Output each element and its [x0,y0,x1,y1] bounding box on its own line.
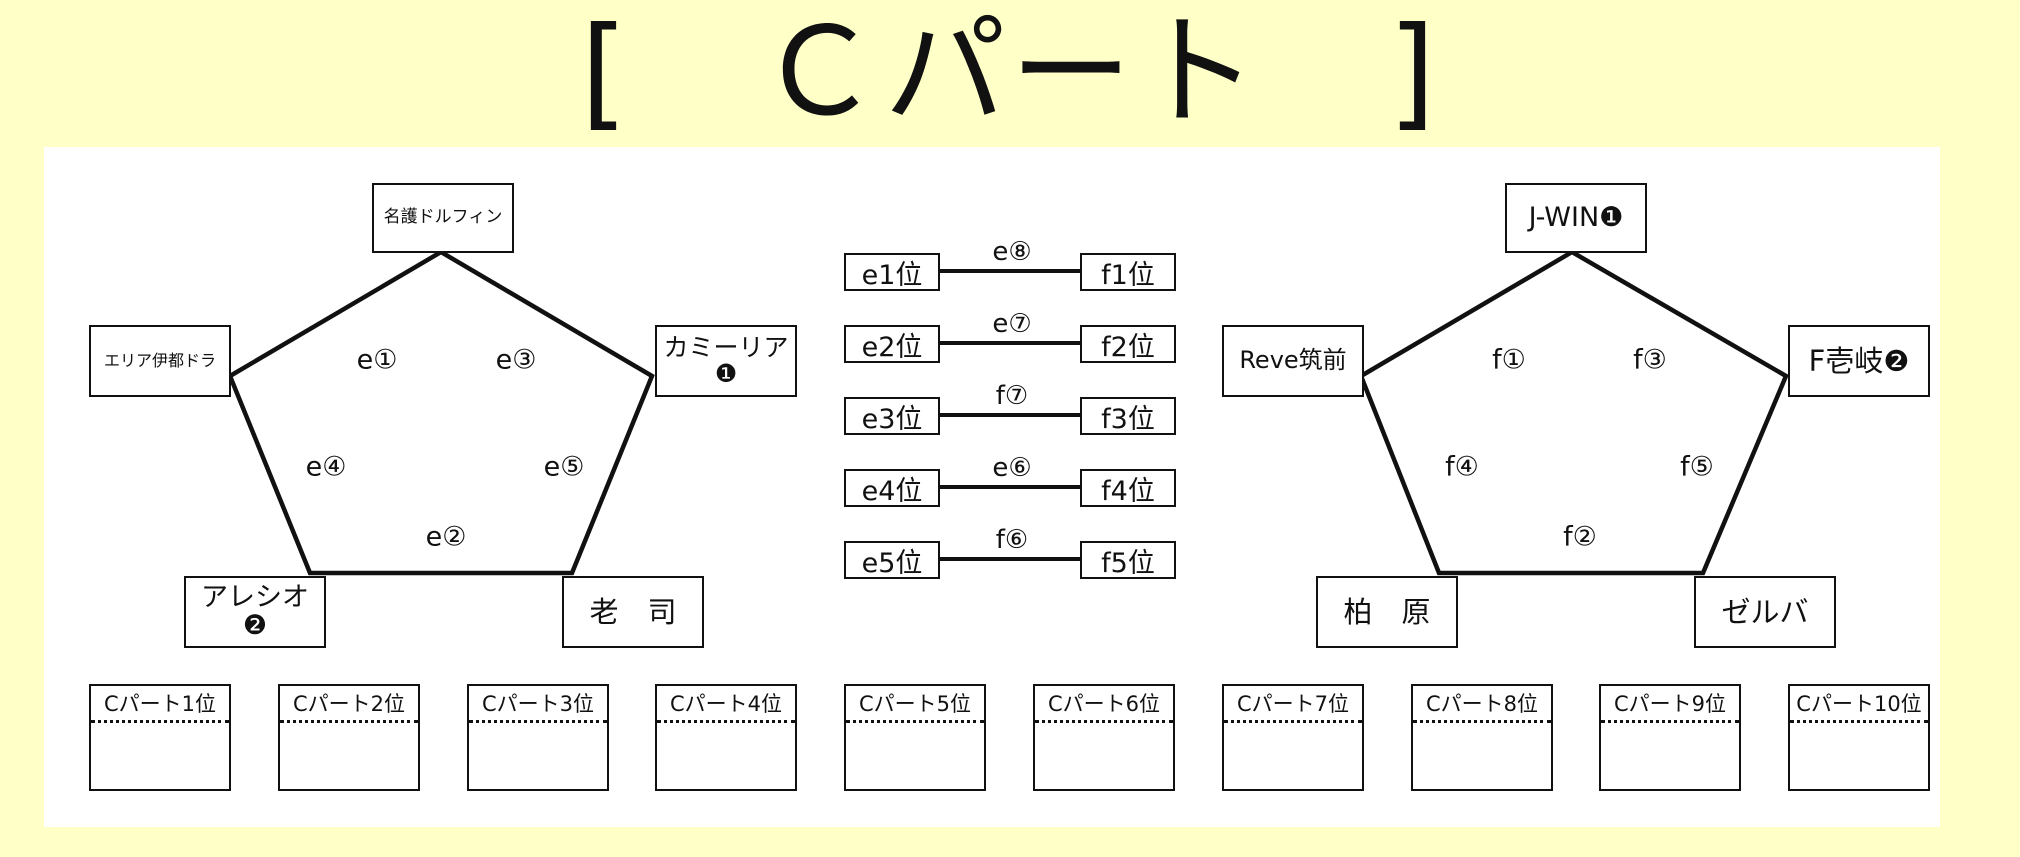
team-name: Reve筑前 [1239,346,1347,375]
result-label: Cパート3位 [469,686,607,723]
match-label: f③ [1633,344,1667,376]
left-pool-pentagon [227,249,655,576]
result-box-1: Cパート1位 [89,684,231,791]
match-label: f④ [1445,451,1479,483]
bracket-lines [227,249,1789,576]
team-box-right-left: Reve筑前 [1222,325,1364,397]
rank-match-label: f⑥ [995,525,1029,555]
rank-box-f2: f2位 [1080,325,1176,363]
match-label: f② [1563,521,1597,553]
result-label: Cパート9位 [1601,686,1739,723]
match-label: e② [425,521,467,553]
team-name: 老 司 [589,594,677,629]
rank-match-label: f⑦ [995,381,1029,411]
team-name: エリア伊都ドラ [103,350,216,370]
match-label: e⑤ [543,451,585,483]
match-label: f⑤ [1680,451,1714,483]
team-box-left-right: カミーリア ❶ [655,325,797,397]
result-label: Cパート6位 [1035,686,1173,723]
rank-match-label: e⑥ [992,453,1032,483]
team-box-left-bottom-right: 老 司 [562,576,704,648]
result-box-10: Cパート10位 [1788,684,1930,791]
result-box-7: Cパート7位 [1222,684,1364,791]
result-label: Cパート5位 [846,686,984,723]
bracket-panel: 名護ドルフィン エリア伊都ドラ カミーリア ❶ アレシオ ❷ 老 司 e① e③… [44,147,1940,827]
result-label: Cパート7位 [1224,686,1362,723]
team-name: ゼルバ [1721,594,1809,629]
rank-box-e5: e5位 [844,541,940,579]
result-box-6: Cパート6位 [1033,684,1175,791]
rank-box-f1: f1位 [1080,253,1176,291]
result-box-4: Cパート4位 [655,684,797,791]
team-box-left-bottom-left: アレシオ ❷ [184,576,326,648]
rank-box-e4: e4位 [844,469,940,507]
rank-box-e1: e1位 [844,253,940,291]
team-box-right-top: J-WIN❶ [1505,183,1647,253]
page-title: [ Ｃパート ] [580,1,1440,143]
team-name: F壱岐❷ [1808,343,1910,378]
match-label: e① [356,344,398,376]
team-box-right-bottom-left: 柏 原 [1316,576,1458,648]
team-name: カミーリア ❶ [663,332,789,388]
team-name: 柏 原 [1343,594,1431,629]
right-pool-pentagon [1358,249,1789,576]
rank-box-e2: e2位 [844,325,940,363]
result-label: Cパート4位 [657,686,795,723]
team-box-left-top: 名護ドルフィン [372,183,514,253]
result-label: Cパート10位 [1790,686,1928,723]
result-box-8: Cパート8位 [1411,684,1553,791]
rank-box-e3: e3位 [844,397,940,435]
result-box-2: Cパート2位 [278,684,420,791]
team-box-right-bottom-right: ゼルバ [1694,576,1836,648]
rank-match-label: e⑧ [992,237,1032,267]
result-label: Cパート1位 [91,686,229,723]
team-name: J-WIN❶ [1528,201,1624,233]
result-box-5: Cパート5位 [844,684,986,791]
rank-box-f3: f3位 [1080,397,1176,435]
team-box-right-right: F壱岐❷ [1788,325,1930,397]
team-box-left-left: エリア伊都ドラ [89,325,231,397]
result-box-3: Cパート3位 [467,684,609,791]
match-label: e④ [305,451,347,483]
match-label: f① [1492,344,1526,376]
team-name: アレシオ ❷ [201,581,309,641]
result-label: Cパート2位 [280,686,418,723]
rank-box-f5: f5位 [1080,541,1176,579]
result-label: Cパート8位 [1413,686,1551,723]
match-label: e③ [495,344,537,376]
rank-box-f4: f4位 [1080,469,1176,507]
result-box-9: Cパート9位 [1599,684,1741,791]
rank-match-label: e⑦ [992,309,1032,339]
team-name: 名護ドルフィン [383,207,503,228]
